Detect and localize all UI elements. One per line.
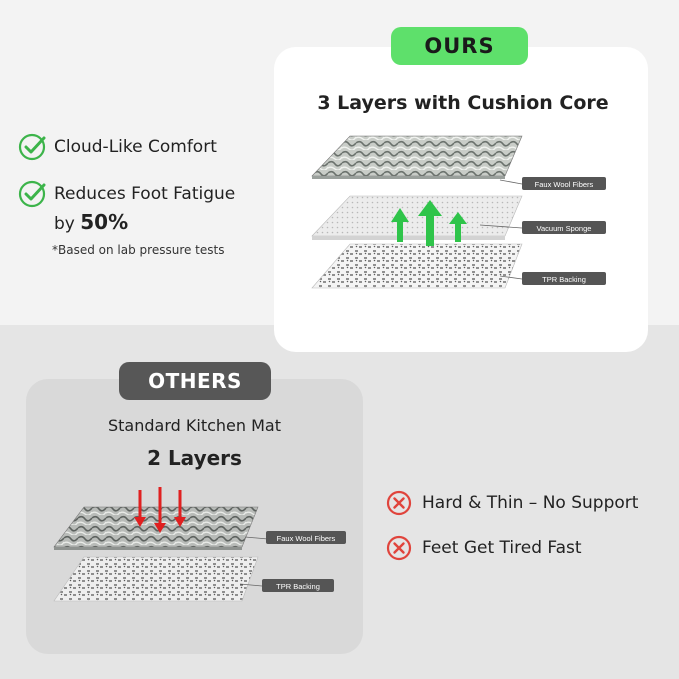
others-layer-label-wool: Faux Wool Fibers xyxy=(277,534,336,543)
others-wool-layer-edge xyxy=(54,547,242,550)
others-layer-diagram: Faux Wool Fibers TPR Backing xyxy=(53,487,346,602)
others-layer-label-tpr: TPR Backing xyxy=(276,582,320,591)
ours-layer-label-sponge: Vacuum Sponge xyxy=(537,224,592,233)
leader-line xyxy=(479,224,523,229)
others-wool-layer xyxy=(53,506,259,548)
check-circle-icon xyxy=(18,133,46,161)
label-tag xyxy=(522,221,606,234)
ours-layer-label-wool: Faux Wool Fibers xyxy=(535,180,594,189)
label-tag xyxy=(266,531,346,544)
ours-sponge-layer-edge xyxy=(312,236,505,240)
leader-line xyxy=(244,536,269,540)
others-subtitle: Standard Kitchen Mat xyxy=(108,416,281,435)
check-circle-icon xyxy=(18,180,46,208)
x-circle-icon xyxy=(386,535,412,561)
leader-line xyxy=(239,583,263,587)
x-circle-icon xyxy=(386,490,412,516)
ours-title: 3 Layers with Cushion Core xyxy=(317,92,609,114)
feature-text: Reduces Foot Fatigue by 50% xyxy=(54,180,235,238)
ours-layer-diagram: Faux Wool Fibers Vacuum Sponge TPR Backi… xyxy=(311,135,606,289)
con-text: Feet Get Tired Fast xyxy=(422,538,582,558)
feature-percent: 50% xyxy=(80,210,129,234)
ours-wool-layer xyxy=(311,135,523,177)
leader-line xyxy=(499,179,523,185)
others-title: 2 Layers xyxy=(147,446,242,470)
ours-wool-layer-edge xyxy=(312,176,505,179)
feature-text-line: Reduces Foot Fatigue xyxy=(54,184,236,204)
con-text: Hard & Thin – No Support xyxy=(422,493,639,513)
feature-item: Reduces Foot Fatigue by 50% xyxy=(18,180,235,238)
con-item: Hard & Thin – No Support xyxy=(386,490,638,516)
others-badge: OTHERS xyxy=(119,362,271,400)
feature-item: Cloud-Like Comfort xyxy=(18,133,217,161)
con-item: Feet Get Tired Fast xyxy=(386,535,582,561)
red-down-arrows-icon xyxy=(134,487,186,533)
label-tag xyxy=(522,177,606,190)
leader-line xyxy=(499,275,523,280)
label-tag xyxy=(262,579,334,592)
green-up-arrows-icon xyxy=(391,200,467,246)
feature-text-line: by 50% xyxy=(54,208,235,238)
ours-sponge-layer xyxy=(311,195,523,237)
label-tag xyxy=(522,272,606,285)
others-tpr-layer xyxy=(53,556,259,602)
ours-layer-label-tpr: TPR Backing xyxy=(542,275,586,284)
ours-tpr-layer xyxy=(311,243,523,289)
feature-by: by xyxy=(54,214,81,234)
feature-text: Cloud-Like Comfort xyxy=(54,137,217,157)
ours-badge: OURS xyxy=(391,27,528,65)
footnote: *Based on lab pressure tests xyxy=(52,243,225,257)
